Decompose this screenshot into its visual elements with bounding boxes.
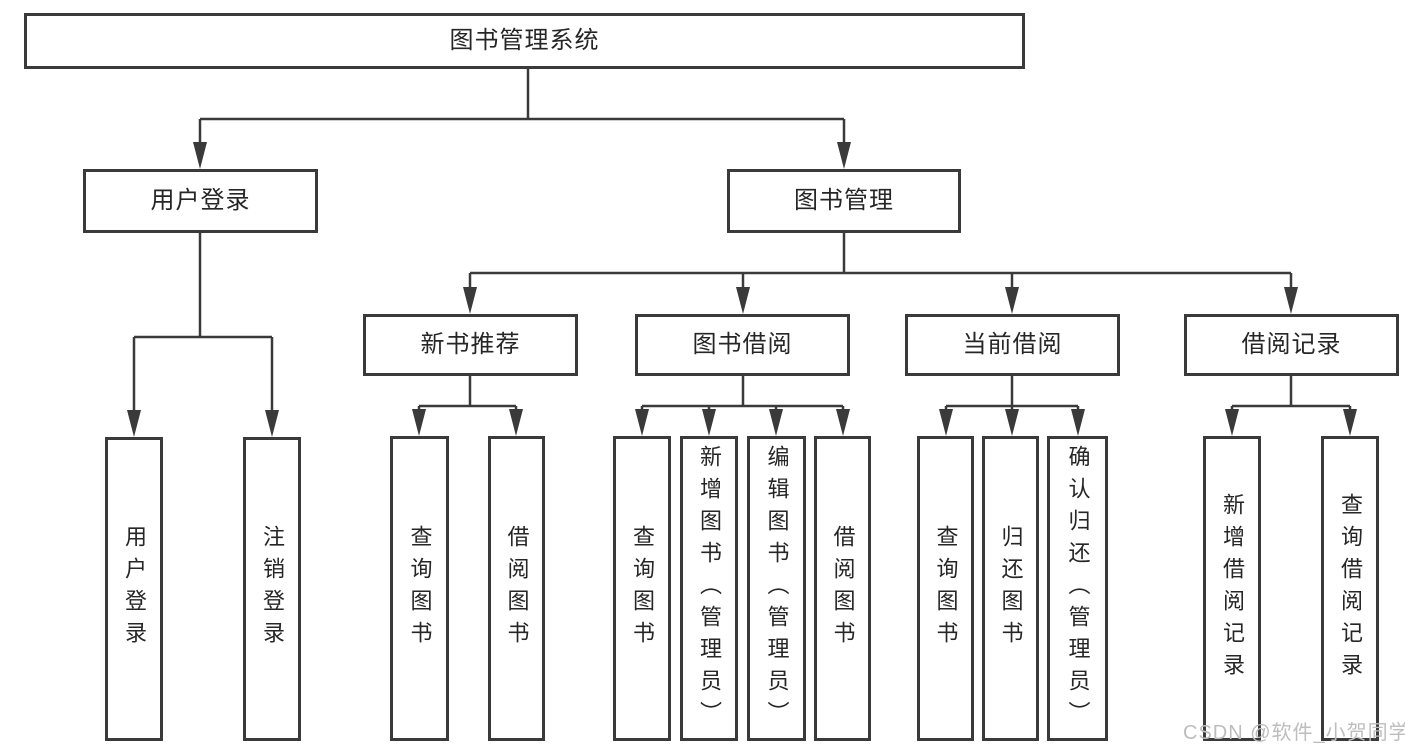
leaf-recommend-query-book: 查询图书 — [390, 436, 449, 741]
leaf-add-borrow-record: 新增借阅记录 — [1203, 436, 1261, 741]
leaf-borrow-query-book: 查询图书 — [613, 436, 671, 741]
leaf-recommend-borrow-book: 借阅图书 — [488, 436, 545, 741]
node-book-management: 图书管理 — [727, 169, 961, 233]
leaf-return-book: 归还图书 — [982, 436, 1039, 741]
node-book-borrow: 图书借阅 — [635, 314, 850, 376]
node-user-login: 用户登录 — [83, 169, 318, 233]
arrowheads — [127, 142, 1357, 437]
leaf-user-login: 用户登录 — [105, 437, 163, 741]
leaf-logout: 注销登录 — [243, 437, 301, 741]
node-root: 图书管理系统 — [24, 13, 1025, 69]
node-new-book-recommend: 新书推荐 — [363, 314, 578, 376]
leaf-edit-book-admin: 编辑图书（管理员） — [747, 436, 806, 741]
leaf-add-book-admin: 新增图书（管理员） — [680, 436, 738, 741]
leaf-query-borrow-record: 查询借阅记录 — [1321, 436, 1379, 741]
watermark: CSDN @软件_小贺同学 — [1183, 722, 1405, 744]
leaf-current-query-book: 查询图书 — [917, 436, 974, 741]
node-borrow-records: 借阅记录 — [1184, 314, 1399, 376]
node-current-borrow: 当前借阅 — [905, 314, 1120, 376]
leaf-confirm-return-admin: 确认归还（管理员） — [1047, 436, 1108, 741]
leaf-borrow-book: 借阅图书 — [814, 436, 871, 741]
